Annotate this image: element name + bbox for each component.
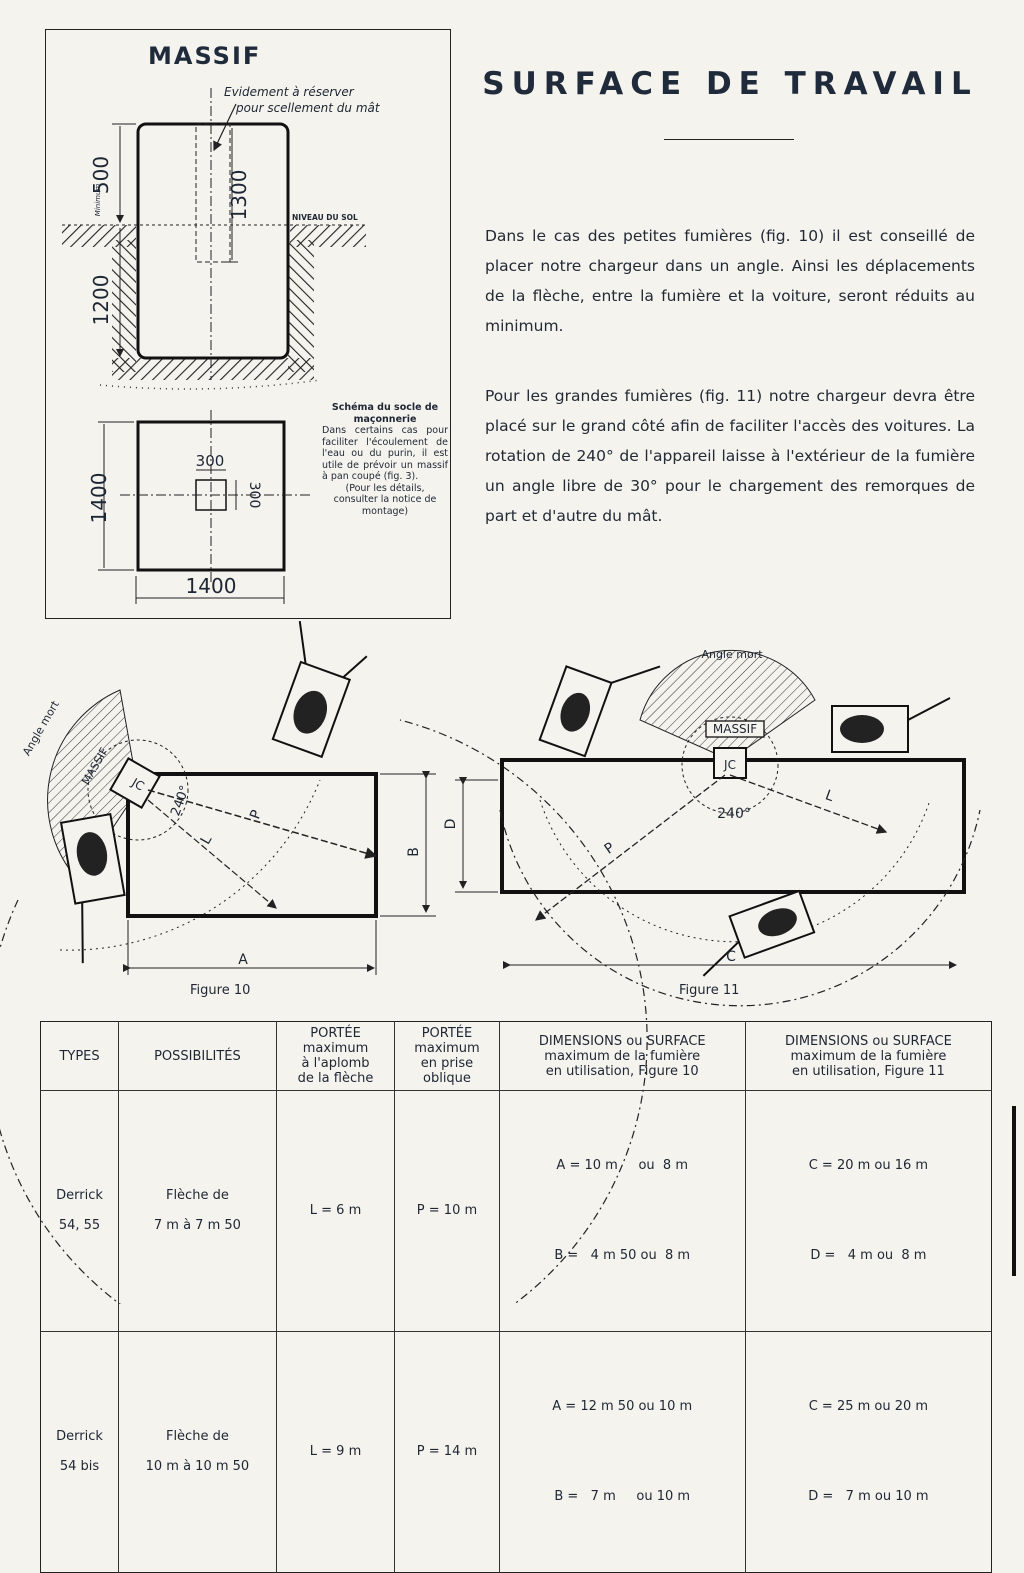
- figure-10-caption: Figure 10: [190, 983, 251, 998]
- table-row: Derrick 54, 55 Flèche de 7 m à 7 m 50 L …: [40, 1090, 992, 1332]
- fig11-angle: 240°: [717, 806, 751, 822]
- schema-text: Dans certains cas pour faciliter l'écoul…: [322, 425, 448, 482]
- cell-text: Derrick: [56, 1188, 103, 1203]
- fig10-b-label: B: [406, 847, 422, 857]
- fig11-c-label: C: [726, 949, 736, 965]
- cell-l: L = 6 m: [276, 1090, 396, 1332]
- header-text: oblique: [423, 1071, 471, 1086]
- spec-table: TYPES POSSIBILITÉS PORTÉE maximum à l'ap…: [40, 1021, 992, 1573]
- dim-minimum: Minimum: [94, 184, 102, 217]
- technical-drawings: Evidement à réserver pour scellement du …: [0, 85, 981, 1304]
- paragraph-large-fumiere: Pour les grandes fumières (fig. 11) notr…: [485, 387, 975, 525]
- niveau-sol-label: NIVEAU DU SOL: [292, 213, 358, 222]
- header-dim-fig10: DIMENSIONS ou SURFACE maximum de la fumi…: [499, 1021, 746, 1091]
- cell-p: P = 14 m: [394, 1331, 500, 1573]
- header-text: maximum de la fumière: [544, 1048, 701, 1064]
- title-divider: [664, 139, 794, 140]
- header-text: PORTÉE: [421, 1026, 473, 1041]
- fig11-massif-label: MASSIF: [713, 722, 757, 736]
- header-types: TYPES: [40, 1021, 120, 1091]
- header-text: maximum de la fumière: [790, 1048, 947, 1064]
- cell-fig10: A = 12 m 50 ou 10 m B = 7 m ou 10 m: [499, 1331, 746, 1573]
- header-text: en utilisation, Figure 10: [545, 1063, 699, 1079]
- header-portee-oblique: PORTÉE maximum en prise oblique: [394, 1021, 500, 1091]
- header-dim-fig11: DIMENSIONS ou SURFACE maximum de la fumi…: [745, 1022, 991, 1091]
- massif-panel: [45, 29, 451, 619]
- header-text: maximum: [414, 1041, 480, 1056]
- fig10-angle: 240°: [168, 784, 193, 819]
- cell-text: Flèche de: [165, 1188, 229, 1203]
- dim-1200: 1200: [89, 275, 113, 326]
- cell-l: L = 9 m: [276, 1331, 396, 1573]
- cell-text: Derrick: [56, 1429, 103, 1444]
- massif-section-view: [62, 88, 366, 390]
- cell-text: B = 7 m ou 10 m: [554, 1489, 691, 1504]
- fig10-angle-mort: Angle mort: [20, 698, 62, 758]
- header-portee-aplomb: PORTÉE maximum à l'aplomb de la flèche: [276, 1021, 396, 1091]
- fig11-l-label: L: [823, 787, 836, 805]
- massif-title: MASSIF: [148, 42, 262, 70]
- schema-details: (Pour les détails, consulter la notice d…: [333, 482, 437, 517]
- cell-text: 54 bis: [59, 1459, 100, 1474]
- fig10-a-label: A: [238, 952, 248, 968]
- fig11-angle-mort: Angle mort: [701, 648, 763, 661]
- cell-text: A = 10 m ou 8 m: [556, 1158, 688, 1173]
- fig11-p-label: P: [602, 840, 618, 858]
- massif-plan-view: [98, 410, 310, 604]
- cell-fig11: C = 25 m ou 20 m D = 7 m ou 10 m: [745, 1332, 991, 1573]
- cell-p: P = 10 m: [394, 1090, 500, 1332]
- dim-1400-vertical: 1400: [87, 473, 111, 524]
- header-text: maximum: [302, 1041, 369, 1056]
- page-edge-mark: [1012, 1106, 1016, 1276]
- cell-text: A = 12 m 50 ou 10 m: [552, 1399, 693, 1414]
- header-text: à l'aplomb: [301, 1056, 370, 1071]
- evidement-label-2: pour scellement du mât: [235, 101, 381, 115]
- dim-300-horizontal: 300: [196, 452, 225, 470]
- cell-type: Derrick 54, 55: [40, 1090, 120, 1332]
- fig10-jc: JC: [128, 775, 146, 794]
- cell-text: C = 25 m ou 20 m: [808, 1399, 929, 1414]
- dim-1400-horizontal: 1400: [186, 574, 237, 598]
- cell-text: C = 20 m ou 16 m: [808, 1158, 929, 1173]
- cell-text: D = 7 m ou 10 m: [808, 1489, 929, 1504]
- header-possibilites: POSSIBILITÉS: [118, 1021, 277, 1091]
- fig11-jc: JC: [723, 758, 736, 772]
- cell-text: Flèche de: [165, 1429, 229, 1444]
- fig11-d-label: D: [443, 819, 459, 830]
- table-row: Derrick 54 bis Flèche de 10 m à 10 m 50 …: [40, 1331, 992, 1573]
- header-text: en prise: [420, 1056, 474, 1071]
- dim-1300: 1300: [227, 170, 251, 221]
- header-text: DIMENSIONS ou SURFACE: [538, 1033, 706, 1049]
- header-text: de la flèche: [297, 1071, 374, 1086]
- cell-text: 10 m à 10 m 50: [145, 1459, 250, 1474]
- schema-note: Schéma du socle de maçonnerie Dans certa…: [322, 402, 448, 517]
- cell-type: Derrick 54 bis: [40, 1331, 120, 1573]
- page-title: SURFACE DE TRAVAIL: [482, 66, 978, 102]
- header-text: PORTÉE: [310, 1026, 361, 1041]
- cell-fig10: A = 10 m ou 8 m B = 4 m 50 ou 8 m: [499, 1090, 746, 1332]
- cell-text: 7 m à 7 m 50: [153, 1218, 241, 1233]
- header-text: en utilisation, Figure 11: [791, 1063, 945, 1079]
- cell-text: B = 4 m 50 ou 8 m: [554, 1248, 691, 1263]
- cell-possibilites: Flèche de 7 m à 7 m 50: [118, 1090, 277, 1332]
- dim-500: 500: [89, 156, 113, 194]
- paragraph-small-fumiere: Dans le cas des petites fumières (fig. 1…: [485, 227, 975, 335]
- cell-text: 54, 55: [58, 1218, 101, 1233]
- figure-11-diagram: [455, 649, 981, 1007]
- fig10-l-label: L: [198, 832, 216, 847]
- cell-fig11: C = 20 m ou 16 m D = 4 m ou 8 m: [745, 1091, 991, 1332]
- figure-11-caption: Figure 11: [679, 983, 740, 998]
- cell-possibilites: Flèche de 10 m à 10 m 50: [118, 1331, 277, 1573]
- table-header-row: TYPES POSSIBILITÉS PORTÉE maximum à l'ap…: [40, 1021, 992, 1091]
- evidement-label-1: Evidement à réserver: [224, 85, 355, 99]
- figure-10-diagram: [0, 621, 648, 1304]
- cell-text: D = 4 m ou 8 m: [810, 1248, 927, 1263]
- header-text: DIMENSIONS ou SURFACE: [785, 1033, 952, 1049]
- dim-300-vertical: 300: [246, 482, 262, 509]
- schema-title: Schéma du socle de maçonnerie: [331, 402, 439, 425]
